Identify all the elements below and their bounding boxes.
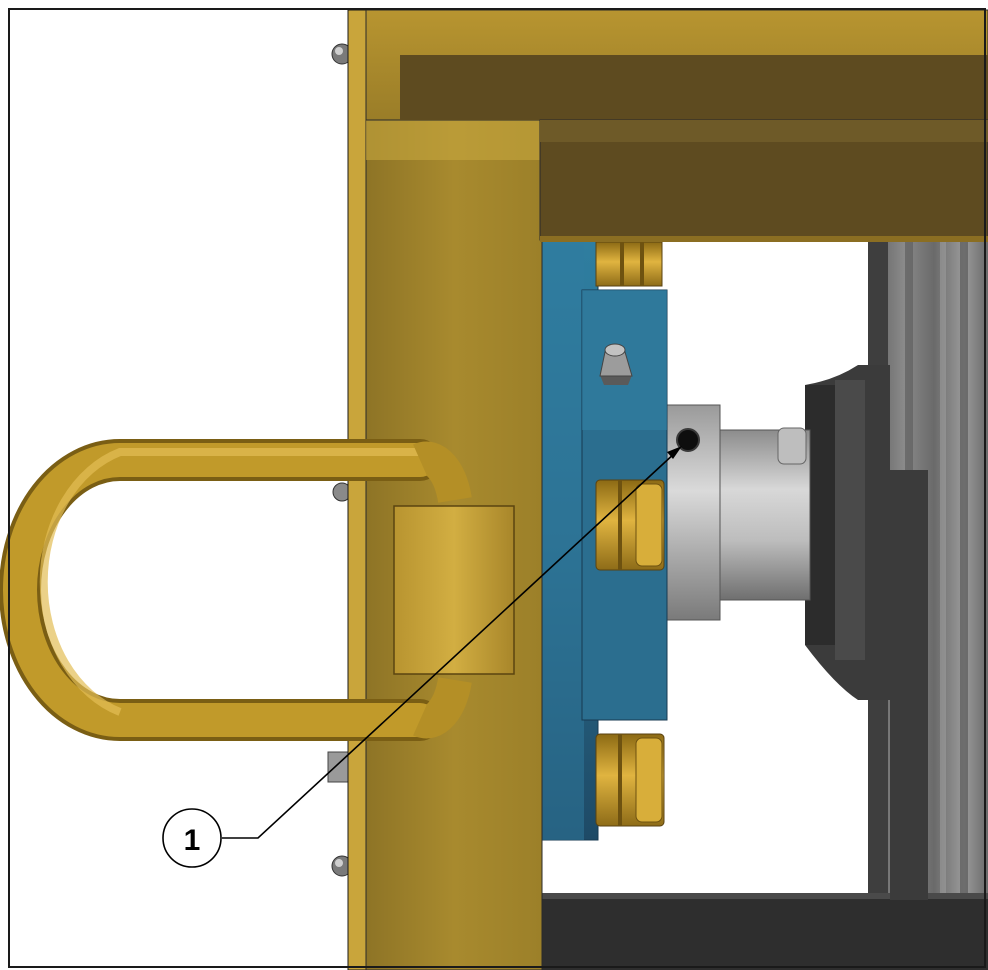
- callout-arrowhead-1: [667, 446, 682, 459]
- grease-fitting: [599, 343, 633, 385]
- callout-leader-1: [222, 451, 677, 839]
- nut-bottom: [595, 733, 665, 827]
- shaft-key: [777, 427, 807, 465]
- shaft: [717, 427, 811, 601]
- bottom-rail: [540, 893, 988, 970]
- callout-1-label: 1: [184, 824, 201, 857]
- diagram-border: [8, 8, 986, 968]
- grease-hole: [676, 428, 700, 452]
- handle-sleeve: [393, 505, 515, 675]
- frame-top-beam: [365, 9, 988, 242]
- nut-top: [595, 241, 663, 287]
- nut-middle: [595, 479, 665, 571]
- callout-1: 1: [162, 808, 222, 868]
- lifting-handle: [0, 439, 472, 741]
